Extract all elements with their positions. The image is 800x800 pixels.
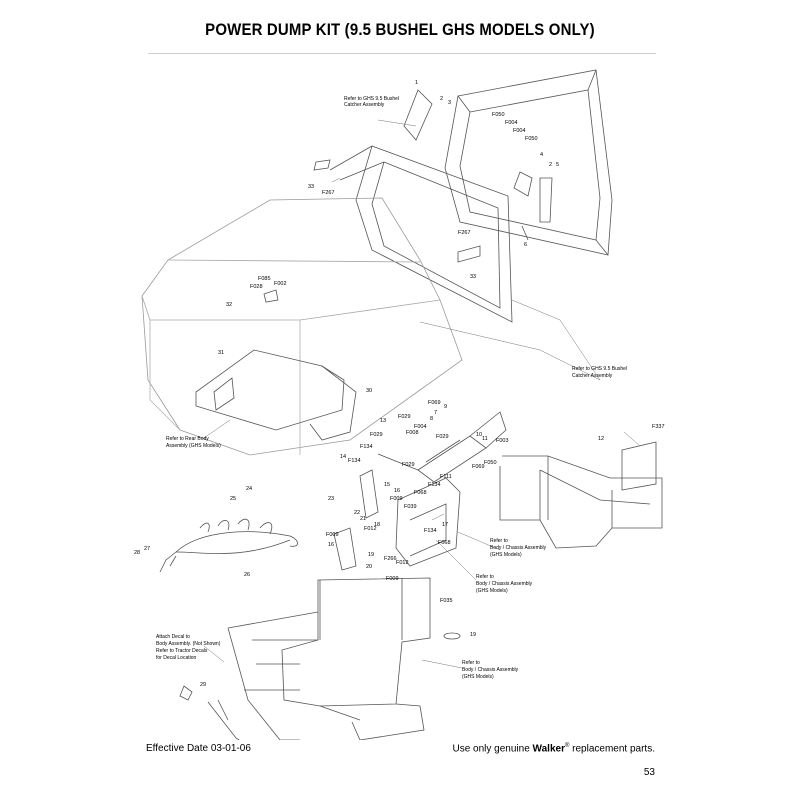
- part-label: F029: [402, 462, 415, 468]
- part-label: F050: [492, 112, 505, 118]
- part-label: F134: [360, 444, 373, 450]
- part-label: 13: [380, 418, 386, 424]
- part-label: 23: [328, 496, 334, 502]
- part-label: 9: [444, 404, 447, 410]
- part-label: F009: [386, 576, 399, 582]
- title-rule: [148, 53, 656, 54]
- part-label: 24: [246, 486, 252, 492]
- part-label: F134: [428, 482, 441, 488]
- part-label: 16: [394, 488, 400, 494]
- part-label: 8: [430, 416, 433, 422]
- part-label: F068: [438, 540, 451, 546]
- part-label: F004: [513, 128, 526, 134]
- part-label: F134: [348, 458, 361, 464]
- part-label: F009: [390, 496, 403, 502]
- part-label: 21: [360, 516, 366, 522]
- part-label: 11: [482, 436, 488, 442]
- part-label: F111: [440, 474, 452, 480]
- part-label: 10: [476, 432, 482, 438]
- part-label: F267: [458, 230, 471, 236]
- part-label: 19: [368, 552, 374, 558]
- part-label: F085: [258, 276, 271, 282]
- part-label: F003: [496, 438, 509, 444]
- part-label: 12: [598, 436, 604, 442]
- part-label: 26: [244, 572, 250, 578]
- brand-name: Walker: [532, 743, 565, 755]
- effective-date: Effective Date 03-01-06: [146, 743, 251, 754]
- part-label: F134: [424, 528, 437, 534]
- part-label: F008: [406, 430, 419, 436]
- part-label: 5: [556, 162, 559, 168]
- part-label: 28: [134, 550, 140, 556]
- leader-lines: [203, 119, 641, 669]
- part-label: 17: [442, 522, 448, 528]
- page-title: POWER DUMP KIT (9.5 BUSHEL GHS MODELS ON…: [205, 20, 595, 39]
- part-number-labels: 1 2 3 F050 F004 F004 F050 4 2 5 6 33 F26…: [134, 80, 665, 688]
- part-label: F035: [440, 598, 453, 604]
- part-label: 32: [226, 302, 232, 308]
- part-label: F002: [274, 281, 287, 287]
- part-label: 2: [440, 96, 443, 102]
- part-label: F009: [326, 532, 339, 538]
- part-label: 25: [230, 496, 236, 502]
- part-label: F012: [364, 526, 377, 532]
- part-label: F028: [250, 284, 263, 290]
- part-label: F069: [472, 464, 485, 470]
- part-label: F266: [384, 556, 397, 562]
- part-label: 4: [540, 152, 543, 158]
- part-label: 2: [549, 162, 552, 168]
- part-label: F004: [505, 120, 518, 126]
- footer-tagline: Use only genuine Walker® replacement par…: [452, 743, 655, 755]
- part-label: 33: [308, 184, 314, 190]
- part-label: F004: [414, 424, 427, 430]
- part-label: F068: [414, 490, 427, 496]
- part-label: 33: [470, 274, 476, 280]
- part-label: 15: [384, 482, 390, 488]
- part-label: 7: [434, 410, 437, 416]
- registered-mark: ®: [564, 743, 570, 749]
- part-label: 20: [366, 564, 372, 570]
- part-label: 3: [448, 100, 451, 106]
- part-label: F267: [322, 190, 335, 196]
- part-label: F337: [652, 424, 665, 430]
- diagram-linework: [141, 69, 663, 740]
- part-label: F012: [396, 560, 409, 566]
- part-label: 1: [415, 80, 418, 86]
- part-label: F029: [370, 432, 383, 438]
- part-label: 6: [524, 242, 527, 248]
- part-label: 27: [144, 546, 150, 552]
- part-label: F050: [525, 136, 538, 142]
- part-label: F050: [484, 460, 497, 466]
- part-label: 16: [328, 542, 334, 548]
- part-label: F029: [436, 434, 449, 440]
- part-label: 30: [366, 388, 372, 394]
- part-label: 14: [340, 454, 346, 460]
- part-label: 19: [470, 632, 476, 638]
- part-label: F029: [398, 414, 411, 420]
- part-label: F069: [428, 400, 441, 406]
- part-label: 31: [218, 350, 224, 356]
- page-number: 53: [643, 767, 655, 778]
- part-label: 29: [200, 682, 206, 688]
- part-label: 22: [354, 510, 360, 516]
- part-label: 18: [374, 522, 380, 528]
- part-label: F039: [404, 504, 417, 510]
